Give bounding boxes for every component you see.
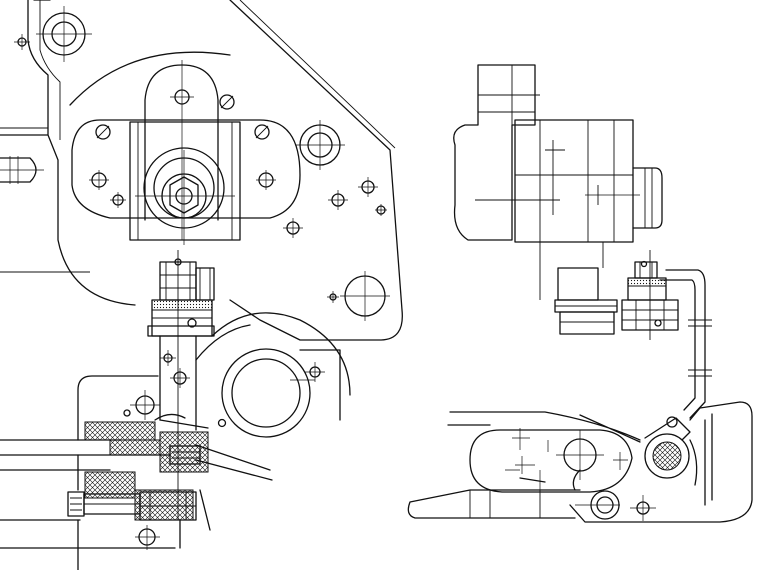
lower-mount xyxy=(558,268,598,300)
small-holes xyxy=(283,177,390,321)
base-bar xyxy=(408,490,580,518)
bearing-flange xyxy=(72,120,300,218)
roller xyxy=(645,434,689,478)
side-mount-block xyxy=(454,65,535,240)
lever-crosses xyxy=(505,428,628,490)
lever-plate xyxy=(470,430,632,492)
side-housing xyxy=(515,120,633,242)
hatched-section-lower xyxy=(68,472,210,550)
housing-outline xyxy=(0,0,402,340)
bearing-block xyxy=(130,122,240,240)
upper-lug xyxy=(145,65,218,220)
side-view xyxy=(408,65,752,522)
lever-arm xyxy=(448,412,640,442)
housing-arc xyxy=(70,52,230,105)
hatched-section-upper xyxy=(85,390,208,472)
large-port xyxy=(196,313,350,480)
hook-bracket xyxy=(570,402,752,522)
housing-inner-outline xyxy=(0,0,395,272)
side-fitting xyxy=(622,250,678,340)
side-pipe xyxy=(660,270,705,418)
lower-housing xyxy=(78,376,208,570)
front-view xyxy=(0,0,402,570)
shaft-end xyxy=(633,168,662,228)
vertical-rod-assembly xyxy=(148,250,214,520)
flange-bolt-holes xyxy=(89,95,276,208)
